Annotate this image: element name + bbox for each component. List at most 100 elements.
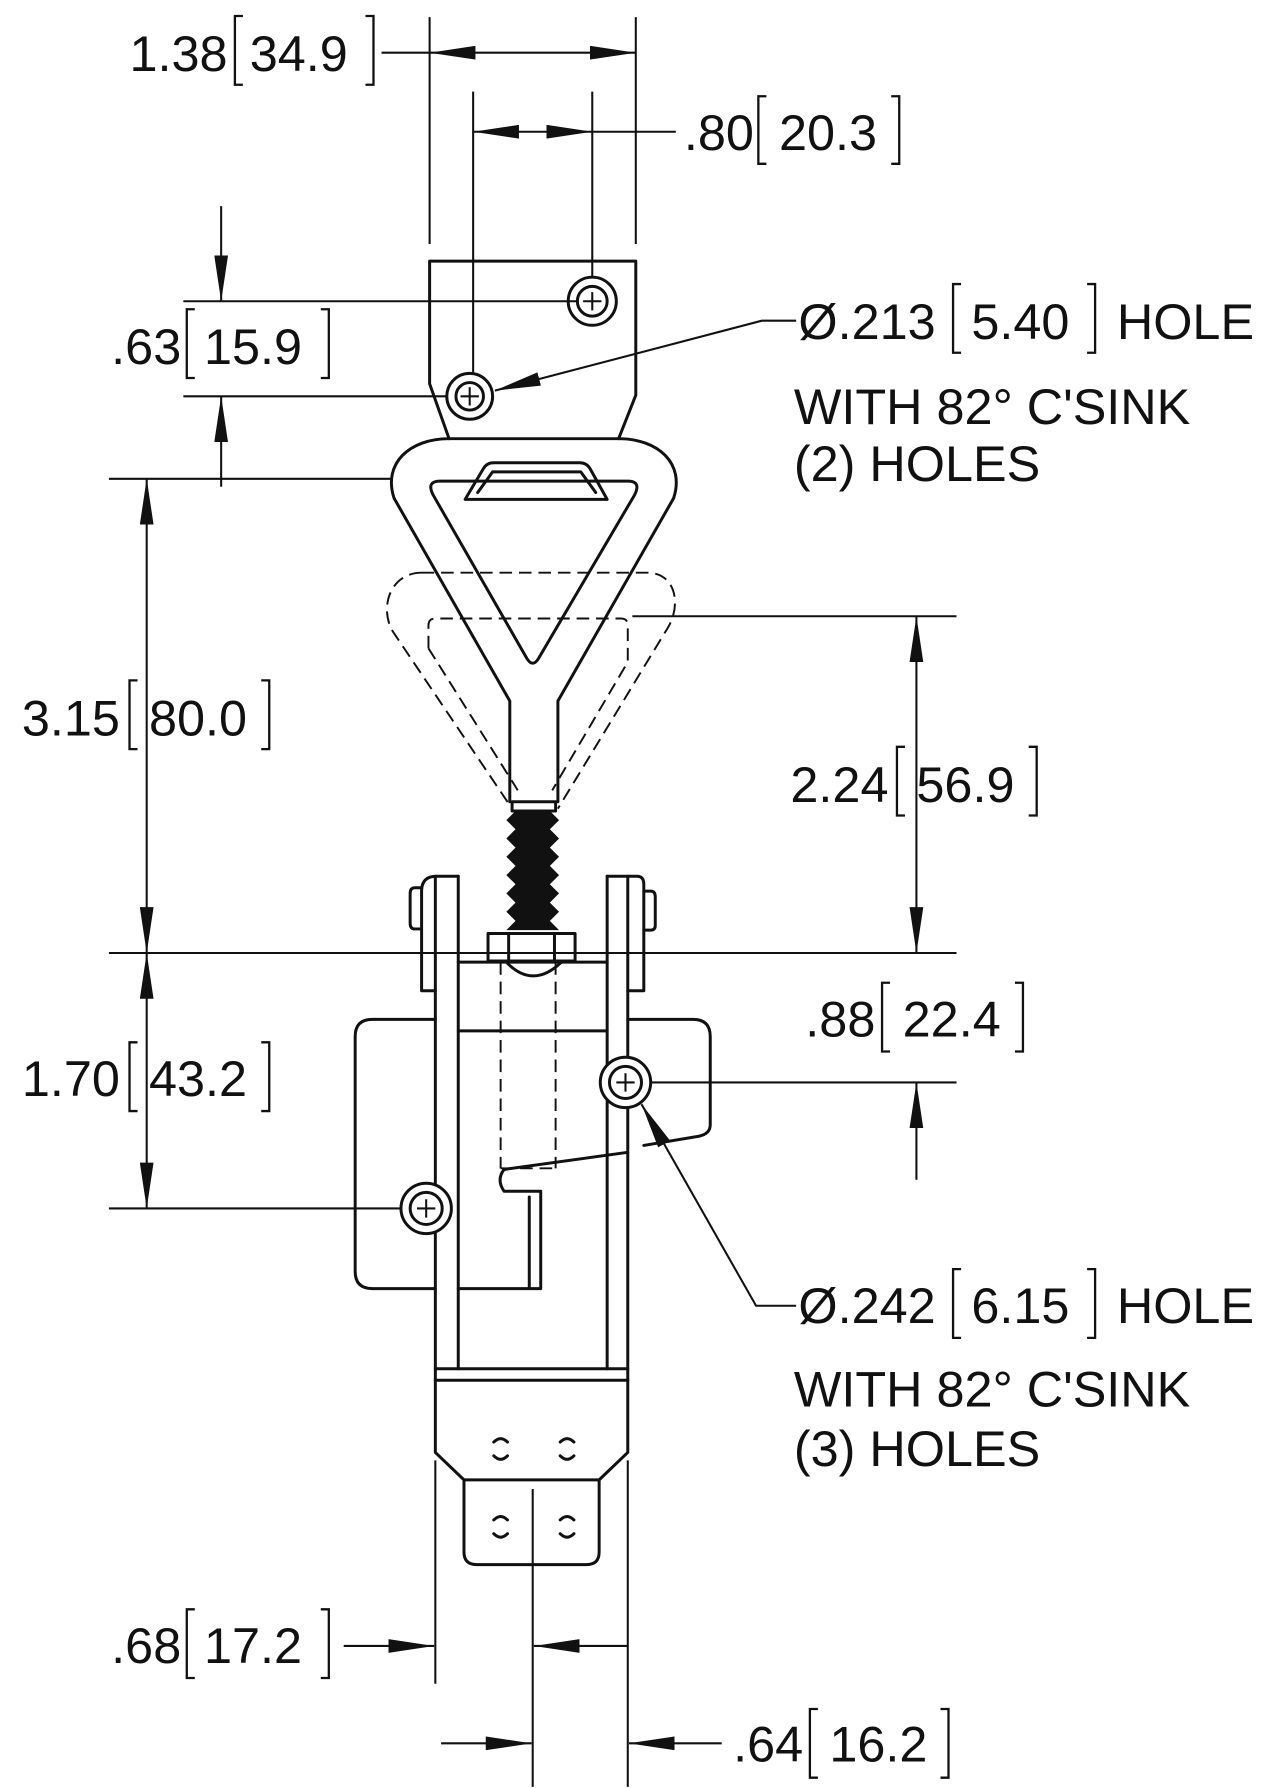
bail-inner xyxy=(429,479,639,665)
bracket-close xyxy=(1028,745,1038,817)
dim-right-hole-offset-inch: .88 xyxy=(805,991,875,1048)
base-holes xyxy=(399,1055,653,1236)
adjusting-nut xyxy=(486,932,577,963)
top-hole-leader xyxy=(494,319,797,392)
bracket-hole-right-crosshair xyxy=(583,292,602,311)
bracket-open xyxy=(895,745,905,817)
bracket-close xyxy=(1087,282,1097,354)
hidden-slot xyxy=(499,962,557,1170)
dimension-lines xyxy=(139,45,924,1751)
dim-top-width-inch: 1.38 xyxy=(130,25,228,82)
base-hole-leader xyxy=(640,1103,797,1307)
top-hole-count: (2) HOLES xyxy=(794,435,1040,492)
right-ear-tab xyxy=(642,889,657,932)
bracket-hole-left-inner xyxy=(454,381,485,412)
bottom-band xyxy=(433,1367,630,1382)
mounting-bracket xyxy=(428,259,638,441)
nut-washer xyxy=(504,960,563,978)
bracket-close xyxy=(261,679,271,751)
lower-tab-hidden-holes xyxy=(492,1437,576,1539)
dim-lower-hole-offset-mm: 43.2 xyxy=(149,1050,247,1107)
bail-grip-lip xyxy=(463,461,609,501)
base-hole-diameter: Ø.242 xyxy=(798,1277,935,1334)
bracket-open xyxy=(185,308,195,380)
bail-alternate-outer xyxy=(386,571,676,810)
bracket-close xyxy=(1014,981,1025,1053)
dim-top-hole-spacing-mm: 20.3 xyxy=(779,104,877,161)
left-ear-tab xyxy=(408,886,424,931)
dim-right-hole-offset-mm: 22.4 xyxy=(903,991,1001,1048)
bail-loop xyxy=(389,437,678,804)
base-hole-note: Ø.242 6.15 HOLE WITH 82° C'SINK (3) HOLE… xyxy=(794,1267,1254,1477)
base-plate-right xyxy=(626,1017,712,1147)
bail-outer xyxy=(389,437,678,804)
bracket-open xyxy=(951,1267,962,1339)
dim-top-hole-spacing-inch: .80 xyxy=(684,104,754,161)
dim-travel-inch: 2.24 xyxy=(790,756,888,813)
top-hole-diameter-mm: 5.40 xyxy=(971,293,1069,350)
dim-upper-height-inch: 3.15 xyxy=(22,689,120,746)
base-hole-countersink: WITH 82° C'SINK xyxy=(794,1361,1191,1418)
base-hole-left-inner xyxy=(408,1190,444,1226)
side-plate-lines xyxy=(433,874,630,1382)
top-hole-note: Ø.213 5.40 HOLE WITH 82° C'SINK (2) HOLE… xyxy=(794,282,1254,492)
bracket-close xyxy=(261,1041,271,1113)
base-hole-type: HOLE xyxy=(1117,1277,1254,1334)
bracket-close xyxy=(940,1707,950,1779)
base-hole-right-crosshair xyxy=(616,1073,635,1092)
bracket-open xyxy=(233,14,243,86)
bracket-open xyxy=(951,282,962,354)
base-hole-left-crosshair xyxy=(417,1199,436,1218)
base-hole-diameter-mm: 6.15 xyxy=(971,1277,1069,1334)
bracket-open xyxy=(128,679,138,751)
dim-left-to-center-inch: .68 xyxy=(111,1617,181,1674)
bracket-close xyxy=(1087,1267,1097,1339)
bracket-close xyxy=(891,95,901,165)
bracket-open xyxy=(757,95,767,165)
bracket-open xyxy=(128,1041,138,1113)
dim-left-to-center-mm: 17.2 xyxy=(204,1617,302,1674)
dim-upper-height-mm: 80.0 xyxy=(149,689,247,746)
base-plate-left xyxy=(353,1017,437,1291)
cross-block xyxy=(456,960,609,1033)
bracket-open xyxy=(880,981,891,1053)
dim-travel-mm: 56.9 xyxy=(916,756,1014,813)
dim-top-width-mm: 34.9 xyxy=(250,25,348,82)
bail-grip-lip-inner xyxy=(476,470,598,495)
bracket-close xyxy=(320,308,330,380)
latch-geometry xyxy=(353,259,712,1567)
base-hole-count: (3) HOLES xyxy=(794,1420,1040,1477)
extension-lines xyxy=(108,17,957,1787)
bracket-open xyxy=(808,1707,818,1779)
bracket-outline xyxy=(428,259,638,441)
adjusting-nut-faces xyxy=(507,932,556,963)
lower-tab xyxy=(433,1378,630,1567)
top-hole-diameter: Ø.213 xyxy=(798,293,935,350)
dim-right-to-center-inch: .64 xyxy=(733,1716,803,1773)
base-plate xyxy=(353,1017,712,1291)
rod-collar xyxy=(510,800,558,813)
dim-top-hole-offset-inch: .63 xyxy=(111,318,181,375)
base-hole-right-inner xyxy=(607,1064,644,1100)
bracket-open xyxy=(185,1608,195,1680)
bracket-close xyxy=(320,1608,330,1680)
bracket-hole-left-crosshair xyxy=(460,387,479,406)
left-ear xyxy=(420,874,460,993)
bail-alternate-position xyxy=(386,571,676,810)
hook-edge xyxy=(502,1150,630,1171)
bracket-close xyxy=(365,14,375,86)
top-hole-type: HOLE xyxy=(1117,293,1254,350)
latch-body xyxy=(408,874,657,1567)
threaded-rod xyxy=(486,800,577,978)
hook-notch xyxy=(456,1167,543,1291)
dim-top-hole-offset-mm: 15.9 xyxy=(204,318,302,375)
right-ear xyxy=(605,874,646,993)
hole-notes: Ø.213 5.40 HOLE WITH 82° C'SINK (2) HOLE… xyxy=(794,282,1254,1477)
dim-lower-hole-offset-inch: 1.70 xyxy=(22,1050,120,1107)
dimension-labels: 1.38 34.9 .80 20.3 .63 15.9 3.15 80.0 2.… xyxy=(22,14,1038,1779)
bail-alternate-inner xyxy=(427,617,629,791)
dim-right-to-center-mm: 16.2 xyxy=(829,1716,927,1773)
rod-thread xyxy=(506,810,560,931)
top-hole-countersink: WITH 82° C'SINK xyxy=(794,378,1191,435)
